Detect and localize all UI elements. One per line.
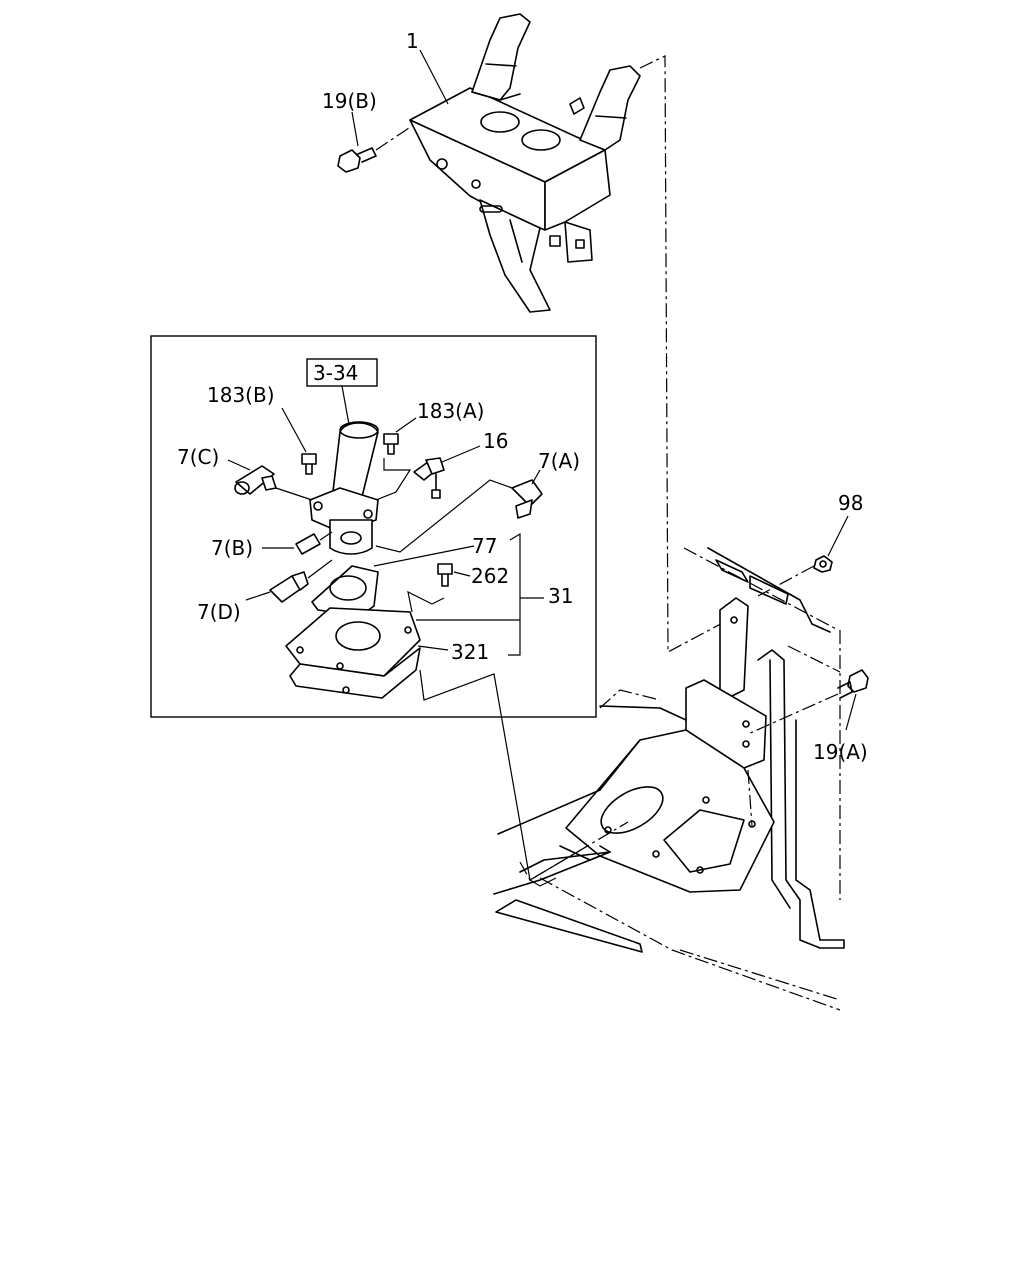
axis-98 xyxy=(757,565,815,597)
callout-7c: 7(C) xyxy=(177,445,219,469)
callout-19a: 19(A) xyxy=(813,740,868,764)
link-7c xyxy=(275,487,313,501)
nut-98 xyxy=(813,555,833,573)
plate-321 xyxy=(285,607,421,699)
screw-262 xyxy=(437,563,453,587)
callout-183a: 183(A) xyxy=(417,399,484,423)
connection-line-right xyxy=(639,55,733,653)
leader-183b xyxy=(281,407,307,453)
callout-321: 321 xyxy=(451,640,489,664)
link-7d xyxy=(307,559,333,579)
cab-floor xyxy=(493,547,845,1011)
bolt-19b xyxy=(337,147,377,173)
callout-7a: 7(A) xyxy=(538,449,580,473)
callout-7b: 7(B) xyxy=(211,536,253,560)
group-bracket-31 xyxy=(508,532,521,656)
detail-frame xyxy=(150,335,597,718)
axis-19b xyxy=(375,125,413,151)
callout-7d: 7(D) xyxy=(197,600,241,624)
bolt-19a xyxy=(837,669,869,699)
leader-7a xyxy=(531,469,541,485)
gasket-77 xyxy=(311,565,379,617)
screw-183b xyxy=(301,453,317,475)
callout-262: 262 xyxy=(471,564,509,588)
callout-31: 31 xyxy=(548,584,573,608)
callout-98: 98 xyxy=(838,491,863,515)
leader-1 xyxy=(419,49,449,105)
fitting-7b xyxy=(295,533,321,555)
callout-3-34: 3-34 xyxy=(313,361,358,385)
leader-19b xyxy=(351,111,359,147)
leader-77 xyxy=(373,545,475,567)
leader-19a xyxy=(845,693,857,731)
leader-183a xyxy=(395,417,417,433)
callout-19b: 19(B) xyxy=(322,89,377,113)
valve-assembly xyxy=(309,421,379,555)
link-7a xyxy=(375,479,513,553)
leader-98 xyxy=(827,515,849,557)
leader-7c xyxy=(227,459,251,471)
bracket-part-1 xyxy=(409,13,641,313)
callout-183b: 183(B) xyxy=(207,383,275,407)
leader-321 xyxy=(417,645,449,651)
fitting-16 xyxy=(413,457,445,499)
leader-7d xyxy=(245,591,271,601)
link-262 xyxy=(407,590,445,613)
callout-16: 16 xyxy=(483,429,508,453)
fitting-7c xyxy=(234,465,277,495)
leader-16 xyxy=(441,445,481,463)
fitting-7a xyxy=(511,479,543,519)
axis-19a xyxy=(747,693,839,735)
fitting-7d xyxy=(269,571,309,603)
leader-183a-link xyxy=(375,458,412,501)
callout-1: 1 xyxy=(406,29,419,53)
leader-262 xyxy=(453,571,471,577)
link-7b xyxy=(319,531,333,541)
screw-183a xyxy=(383,433,399,455)
callout-77: 77 xyxy=(472,534,497,558)
